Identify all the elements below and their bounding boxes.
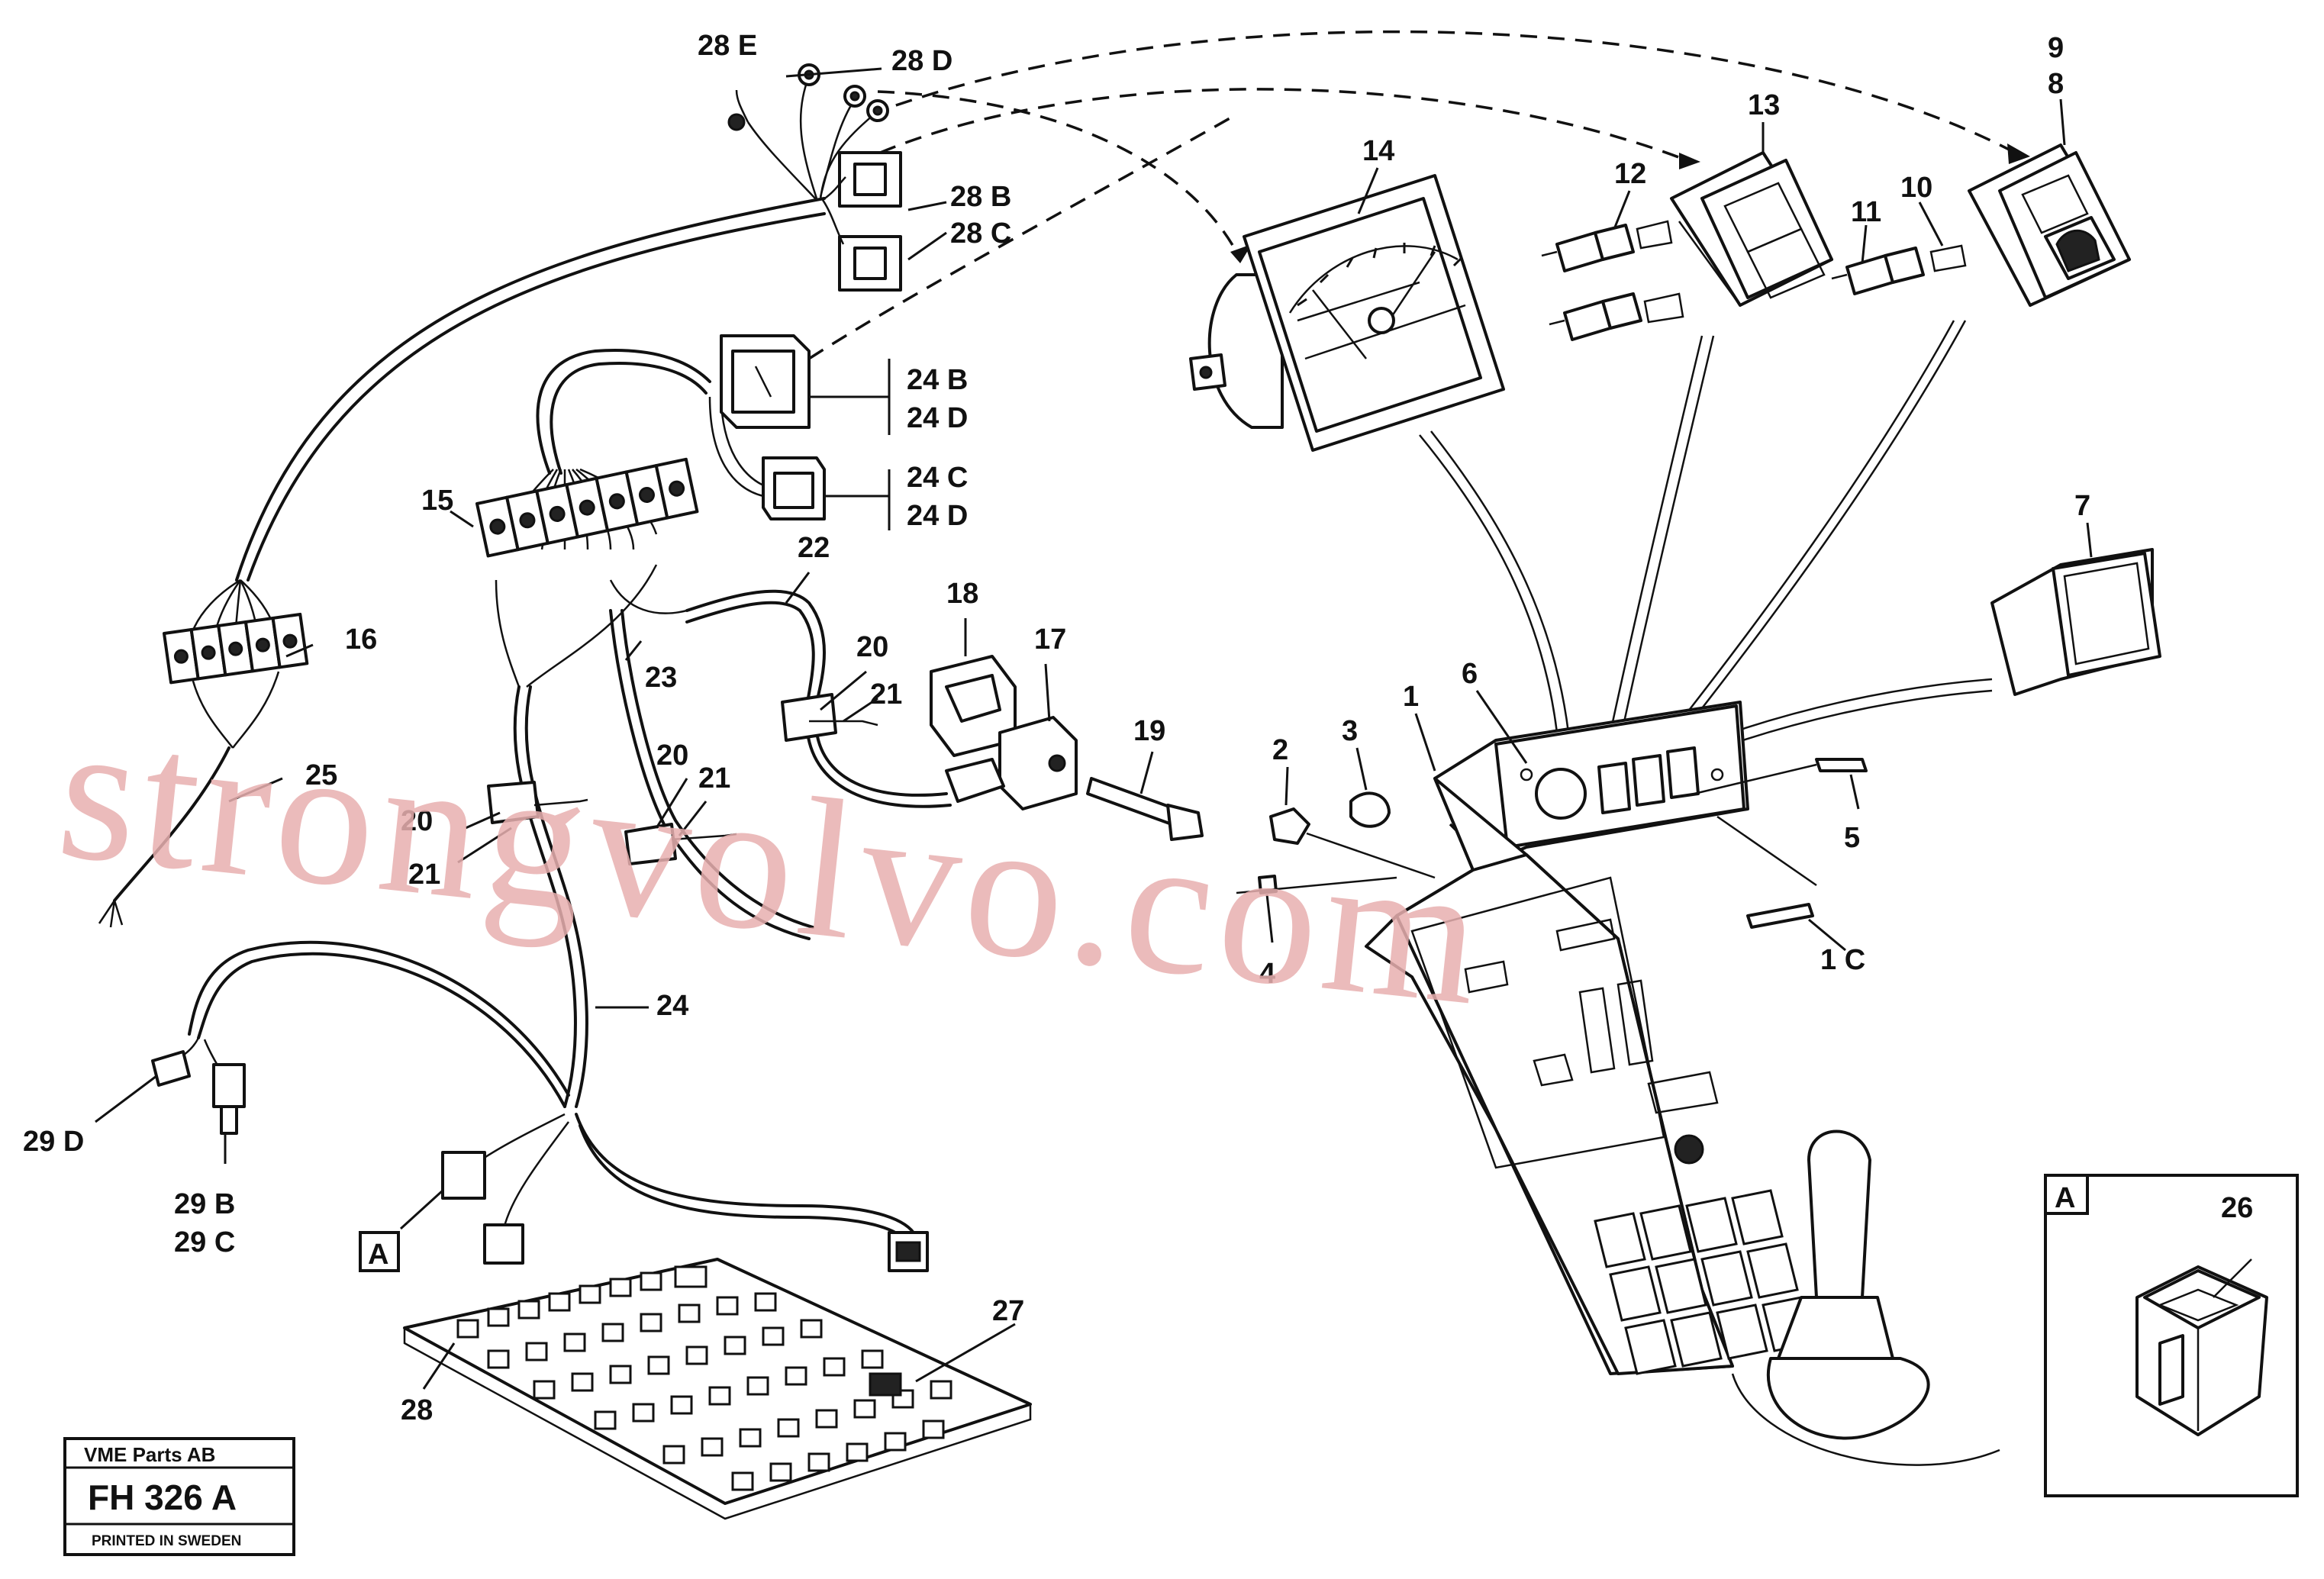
label-5: 5 (1844, 822, 1860, 854)
circuit-board (403, 1258, 1032, 1520)
label-29C: 29 C (174, 1226, 235, 1258)
label-20-left: 20 (401, 805, 433, 837)
label-28B: 28 B (950, 181, 1011, 213)
title-block: VME Parts AB FH 326 A PRINTED IN SWEDEN (63, 1437, 295, 1556)
sensor-17-18-19 (930, 655, 1204, 841)
label-24D-lower: 24 D (907, 500, 968, 532)
gauge-14 (1189, 174, 1505, 452)
label-17: 17 (1034, 624, 1066, 656)
gear-lever (1731, 1129, 2000, 1466)
callout-box-A (359, 1231, 400, 1272)
label-29D: 29 D (23, 1126, 84, 1158)
label-1: 1 (1403, 681, 1419, 713)
title-block-code: FH 326 A (88, 1477, 237, 1517)
label-20-middle: 20 (656, 740, 688, 772)
cover-7 (1990, 548, 2161, 696)
label-22: 22 (798, 532, 830, 564)
connector-cluster-28 (727, 63, 902, 292)
label-24D-upper: 24 D (907, 402, 968, 434)
assembly-arrows (808, 30, 2030, 872)
label-7: 7 (2074, 490, 2090, 522)
label-19: 19 (1133, 715, 1165, 747)
label-15: 15 (421, 485, 453, 517)
label-24B: 24 B (907, 364, 968, 396)
label-10: 10 (1900, 172, 1932, 204)
label-23: 23 (645, 662, 677, 694)
connectors-24 (720, 334, 826, 520)
label-25: 25 (305, 759, 337, 791)
label-21-middle: 21 (698, 762, 730, 794)
inset-detail-26 (2044, 1174, 2299, 1497)
title-block-company: VME Parts AB (84, 1443, 215, 1466)
label-16: 16 (345, 624, 377, 656)
leader-lines (95, 67, 2093, 1390)
panel-cables (1419, 320, 1993, 753)
callout-labels: 28 E 28 D 28 B 28 C 24 B 24 D 24 C 24 D … (23, 30, 2253, 1426)
label-29B: 29 B (174, 1188, 235, 1220)
label-28C: 28 C (950, 218, 1011, 250)
label-24: 24 (656, 990, 688, 1022)
connectors-29-A (151, 1050, 929, 1272)
indicator-13 (1670, 151, 1833, 307)
label-12: 12 (1614, 158, 1646, 190)
label-13: 13 (1748, 89, 1780, 121)
terminal-block-16 (163, 612, 309, 685)
label-28D: 28 D (891, 45, 952, 77)
label-8: 8 (2048, 68, 2064, 100)
label-27: 27 (992, 1295, 1024, 1327)
label-20-top: 20 (856, 631, 888, 663)
label-28E: 28 E (698, 30, 757, 62)
label-21-left: 21 (408, 859, 440, 891)
bulb-holders-12 (1541, 220, 1684, 341)
label-9: 9 (2048, 32, 2064, 64)
label-inset-A: A (2055, 1182, 2075, 1214)
label-A: A (368, 1239, 388, 1271)
bulb-holder-11-10 (1831, 244, 1967, 295)
label-26: 26 (2221, 1192, 2253, 1224)
label-2: 2 (1272, 734, 1288, 766)
label-3: 3 (1342, 715, 1358, 747)
switch-8-9 (1968, 143, 2131, 307)
label-24C: 24 C (907, 462, 968, 494)
label-11: 11 (1851, 196, 1881, 228)
label-21-top: 21 (870, 678, 902, 711)
terminal-block-15 (475, 457, 699, 558)
title-block-printed: PRINTED IN SWEDEN (92, 1533, 241, 1549)
label-6: 6 (1462, 658, 1478, 690)
label-28: 28 (401, 1394, 433, 1426)
label-4: 4 (1259, 958, 1275, 990)
label-1C: 1 C (1820, 944, 1865, 976)
label-14: 14 (1362, 135, 1394, 167)
dashboard-panel-1 (1236, 701, 1868, 1375)
label-18: 18 (946, 578, 978, 610)
